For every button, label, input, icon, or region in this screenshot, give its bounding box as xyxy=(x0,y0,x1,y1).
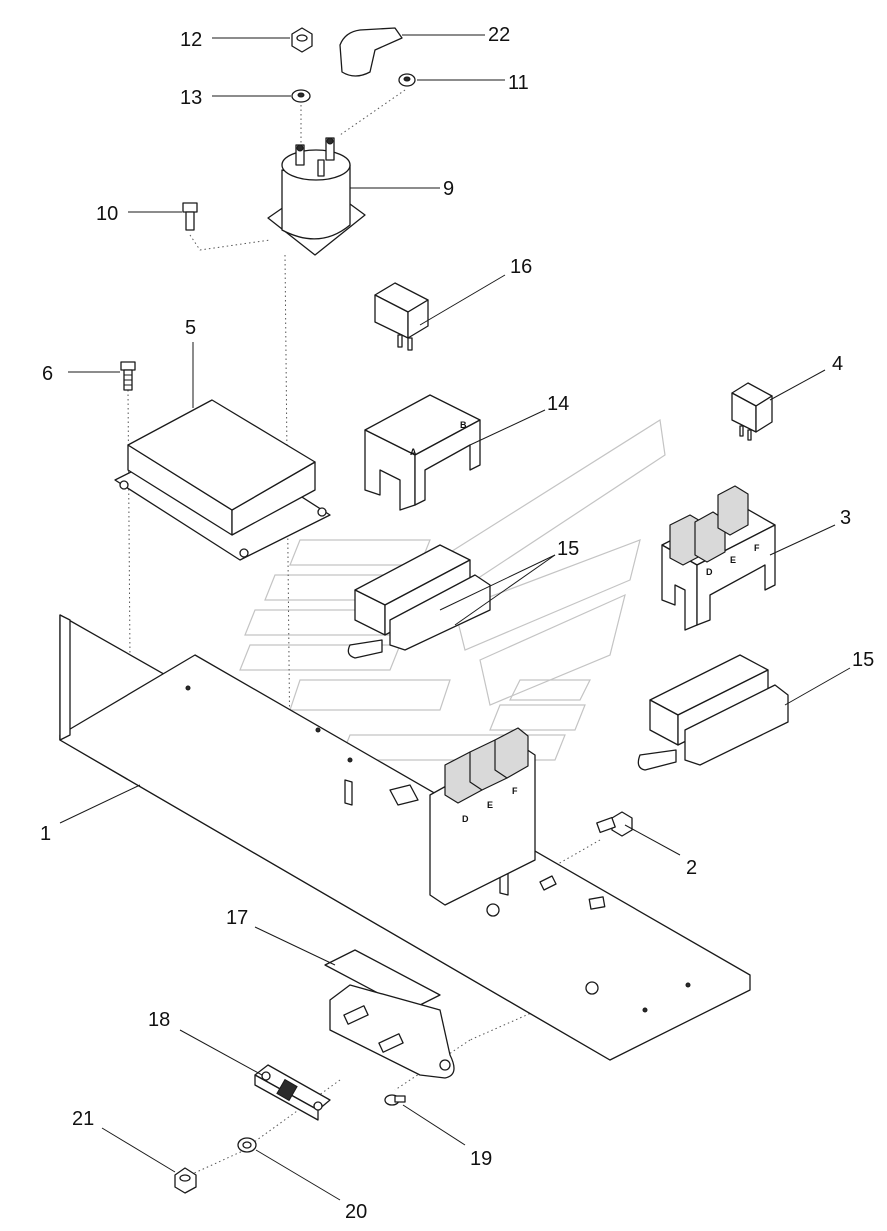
base-main-marking-f: F xyxy=(512,786,518,796)
control-module xyxy=(114,399,331,561)
screw-19 xyxy=(384,1094,406,1106)
base14-marking-a: A xyxy=(410,447,417,457)
callout-20: 20 xyxy=(345,1201,367,1223)
relay-16 xyxy=(374,282,429,351)
callout-22: 22 xyxy=(488,24,510,46)
relay-4 xyxy=(731,382,773,441)
base-main-marking-d: D xyxy=(462,814,469,824)
solenoid xyxy=(267,137,366,256)
base3-marking-e: E xyxy=(730,555,736,565)
callout-12: 12 xyxy=(180,29,202,51)
terminal-boot xyxy=(339,27,403,77)
callout-10: 10 xyxy=(96,203,118,225)
callout-1: 1 xyxy=(40,823,51,845)
base3-marking-d: D xyxy=(706,567,713,577)
callout-15-right: 15 xyxy=(852,649,874,671)
base14-marking-b: B xyxy=(460,420,467,430)
callout-21: 21 xyxy=(72,1108,94,1130)
lock-washer-13 xyxy=(291,89,311,103)
relay-base-3: D E F xyxy=(661,485,776,631)
nut-12 xyxy=(291,27,313,53)
fuse-holder-15-right xyxy=(637,654,789,771)
base-main-marking-e: E xyxy=(487,800,493,810)
callout-16: 16 xyxy=(510,256,532,278)
screw-6 xyxy=(120,361,136,391)
callout-3: 3 xyxy=(840,507,851,529)
callout-11: 11 xyxy=(508,72,529,94)
base3-marking-f: F xyxy=(754,543,760,553)
callout-2: 2 xyxy=(686,857,697,879)
bolt-2 xyxy=(596,811,633,837)
nut-21 xyxy=(174,1167,197,1194)
leader-lines xyxy=(59,34,851,1201)
nut-11 xyxy=(398,73,416,87)
callout-13: 13 xyxy=(180,87,202,109)
callout-5: 5 xyxy=(185,317,196,339)
star-washer-20 xyxy=(237,1137,257,1153)
mounting-bracket: D E F xyxy=(59,614,751,1061)
relay-base-14: A B xyxy=(364,394,481,511)
callout-15-upper: 15 xyxy=(557,538,579,560)
callout-17: 17 xyxy=(226,907,248,929)
callout-14: 14 xyxy=(547,393,569,415)
circuit-breaker xyxy=(324,949,455,1079)
callout-4: 4 xyxy=(832,353,843,375)
callout-numbers: 1 2 3 4 5 6 9 10 11 12 13 14 15 15 16 17… xyxy=(40,24,874,1223)
callout-6: 6 xyxy=(42,363,53,385)
callout-9: 9 xyxy=(443,178,454,200)
callout-18: 18 xyxy=(148,1009,170,1031)
callout-19: 19 xyxy=(470,1148,492,1170)
fusible-link xyxy=(254,1064,331,1121)
fuse-holder-15-upper xyxy=(347,544,491,659)
screw-10 xyxy=(182,202,198,231)
